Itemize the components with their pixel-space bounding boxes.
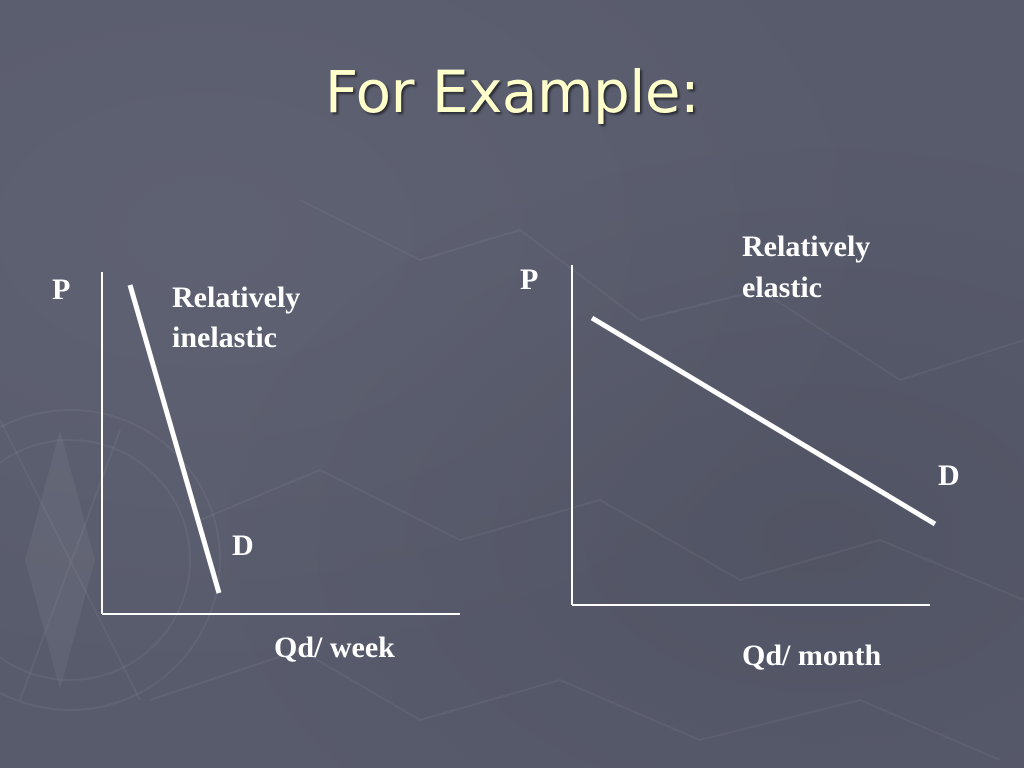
right-annotation-line2: elastic: [742, 271, 822, 304]
right-axis-y-label: P: [520, 263, 539, 296]
left-curve-label: D: [232, 529, 254, 562]
left-axis-y-label: P: [52, 273, 71, 306]
left-annotation-line2: inelastic: [172, 321, 277, 354]
right-axis-x-label: Qd/ month: [742, 639, 882, 672]
left-annotation-line1: Relatively: [172, 281, 301, 314]
slide-title: For Example:: [324, 58, 700, 126]
left-axis-x-label: Qd/ week: [274, 631, 395, 664]
right-curve-label: D: [938, 459, 960, 492]
right-demand-curve: [590, 315, 937, 527]
right-annotation-line1: Relatively: [742, 230, 871, 263]
left-demand-curve: [127, 284, 222, 594]
